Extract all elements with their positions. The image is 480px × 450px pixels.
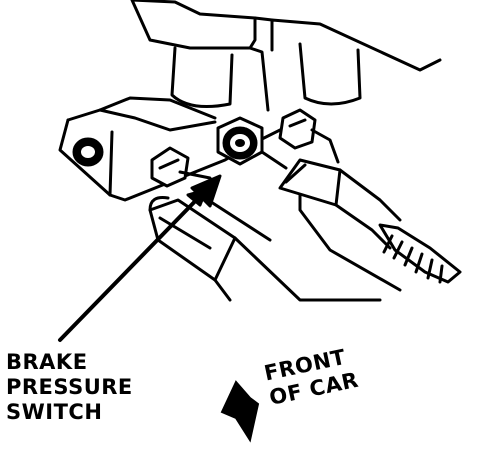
front-direction-arrow bbox=[220, 380, 260, 443]
brake-pressure-switch bbox=[216, 116, 264, 166]
switch-pointer-arrow bbox=[58, 174, 222, 342]
label-line: SWITCH bbox=[6, 400, 103, 424]
wiring-harness bbox=[378, 223, 462, 284]
label-line: PRESSURE bbox=[6, 375, 133, 399]
brake-line-fitting-right bbox=[278, 108, 340, 164]
brake-line-fitting-left bbox=[150, 146, 216, 198]
reservoir bbox=[130, 0, 442, 112]
label-line: BRAKE bbox=[6, 350, 88, 374]
brake-pressure-switch-label: BRAKE PRESSURE SWITCH bbox=[6, 350, 133, 425]
switch-connector bbox=[260, 150, 402, 250]
master-cylinder-block bbox=[58, 96, 302, 202]
